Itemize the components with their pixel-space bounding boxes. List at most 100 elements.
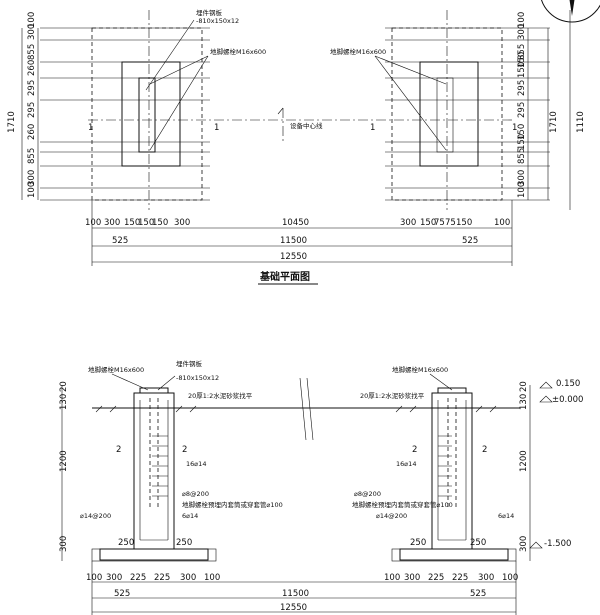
section-bottom-dim-12550: 12550 [280, 603, 307, 613]
svg-text:100: 100 [204, 573, 220, 583]
svg-text:855: 855 [517, 44, 527, 60]
svg-text:225: 225 [452, 573, 468, 583]
elevation-marks: 0.150 ±0.000 -1.500 [529, 379, 583, 549]
section-bottom-dims-right: 100 300 225 225 300 100 [384, 573, 518, 583]
section-mark-1b: 1 [214, 123, 219, 133]
plan-right-dims: 100 300 855 150 150 295 295 150 150 855 … [517, 12, 527, 198]
svg-text:100: 100 [27, 12, 37, 28]
svg-text:300: 300 [27, 170, 37, 186]
section-bottom-dim-left-525: 525 [114, 589, 130, 599]
svg-text:100: 100 [85, 218, 101, 228]
section-mark-1d: 1 [512, 123, 517, 133]
section-bottom-rebar-right: 6⌀14 [498, 512, 514, 520]
plan-bolt-label-left: 地脚螺栓M16x600 [210, 47, 266, 56]
svg-text:855: 855 [517, 148, 527, 164]
svg-text:100: 100 [517, 12, 527, 28]
svg-text:295: 295 [27, 80, 37, 96]
svg-text:300: 300 [106, 573, 122, 583]
svg-text:295: 295 [27, 102, 37, 118]
plan-right-overall-dim-2: 1710 [549, 111, 559, 133]
section-pad-dim-4: 250 [470, 538, 486, 548]
section-mark-2c: 2 [412, 445, 417, 455]
svg-text:300: 300 [104, 218, 120, 228]
section-stirrup-right: ⌀8@200 [354, 490, 381, 498]
section-pad-dim-1: 250 [118, 538, 134, 548]
svg-text:260: 260 [27, 60, 37, 76]
svg-text:1200: 1200 [519, 450, 529, 472]
plan-plate-spec: -810x150x12 [196, 17, 239, 25]
svg-text:150: 150 [517, 134, 527, 150]
section-bolt-note-right: 地脚螺栓预埋内套筒或穿套管⌀100 [352, 500, 453, 509]
section-bolt-note-left: 地脚螺栓预埋内套筒或穿套管⌀100 [182, 500, 283, 509]
svg-text:300: 300 [517, 170, 527, 186]
plan-bolt-label-right: 地脚螺栓M16x600 [330, 47, 386, 56]
svg-text:10450: 10450 [282, 218, 309, 228]
svg-text:300: 300 [517, 24, 527, 40]
section-mark-2a: 2 [116, 445, 121, 455]
svg-text:150: 150 [517, 62, 527, 78]
svg-text:225: 225 [428, 573, 444, 583]
svg-text:300: 300 [400, 218, 416, 228]
svg-text:100: 100 [494, 218, 510, 228]
section-mortar-left: 20厚1:2水泥砂浆找平 [188, 391, 253, 400]
svg-text:75: 75 [434, 218, 445, 228]
section-mark-1c: 1 [370, 123, 375, 133]
plan-bottom-dim-left-525: 525 [112, 236, 128, 246]
section-pad-dim-2: 250 [176, 538, 192, 548]
svg-text:100: 100 [86, 573, 102, 583]
svg-text:130: 130 [519, 394, 529, 410]
section-rebar-left: 16⌀14 [186, 460, 206, 468]
svg-text:300: 300 [478, 573, 494, 583]
section-plate-spec: -810x150x12 [176, 374, 219, 382]
section-mark-2b: 2 [182, 445, 187, 455]
section-view: 20 130 1200 300 20 130 1200 300 0.150 ±0… [59, 359, 583, 615]
plan-left-overall-dim: 1710 [7, 111, 17, 133]
plan-left-dims: 100 300 855 260 295 295 260 855 300 100 [27, 12, 37, 198]
section-right-dims: 20 130 1200 300 [519, 381, 529, 552]
section-stirrup-left: ⌀8@200 [182, 490, 209, 498]
svg-text:300: 300 [59, 536, 69, 552]
section-bolt-label-left: 地脚螺栓M16x600 [88, 365, 144, 374]
svg-text:150: 150 [420, 218, 436, 228]
section-mesh-right: ⌀14@200 [376, 512, 407, 520]
section-bottom-rebar-left: 6⌀14 [182, 512, 198, 520]
svg-text:295: 295 [517, 102, 527, 118]
svg-text:225: 225 [154, 573, 170, 583]
plan-bottom-dims-row1: 100 300 150 150 150 300 10450 300 150 75… [85, 218, 510, 228]
plan-plate-label: 埋件钢板 [196, 8, 223, 17]
plan-title: 基础平面图 [259, 270, 310, 283]
svg-text:300: 300 [27, 24, 37, 40]
svg-text:300: 300 [404, 573, 420, 583]
svg-text:150: 150 [517, 52, 527, 68]
section-left-dims: 20 130 1200 300 [59, 381, 69, 552]
north-arrow-icon [541, 0, 600, 23]
svg-text:225: 225 [130, 573, 146, 583]
svg-text:260: 260 [27, 124, 37, 140]
svg-text:1200: 1200 [59, 450, 69, 472]
svg-text:75: 75 [445, 218, 456, 228]
svg-text:20: 20 [519, 381, 529, 392]
svg-text:150: 150 [124, 218, 140, 228]
svg-text:100: 100 [502, 573, 518, 583]
section-bolt-label-right: 地脚螺栓M16x600 [392, 365, 448, 374]
svg-text:100: 100 [517, 182, 527, 198]
svg-text:855: 855 [27, 148, 37, 164]
svg-text:130: 130 [59, 394, 69, 410]
svg-text:150: 150 [138, 218, 154, 228]
plan-bottom-dim-11500: 11500 [280, 236, 307, 246]
svg-text:-1.500: -1.500 [544, 539, 571, 549]
svg-text:150: 150 [152, 218, 168, 228]
svg-text:±0.000: ±0.000 [552, 395, 583, 405]
svg-text:300: 300 [174, 218, 190, 228]
svg-text:855: 855 [27, 44, 37, 60]
svg-text:295: 295 [517, 80, 527, 96]
section-bottom-dims-left: 100 300 225 225 300 100 [86, 573, 220, 583]
svg-text:0.150: 0.150 [556, 379, 580, 389]
section-mark-1a: 1 [88, 123, 93, 133]
plan-view: 1710 100 300 855 260 295 295 260 855 300… [7, 8, 586, 285]
section-bottom-dim-11500: 11500 [282, 589, 309, 599]
plan-centerline-label: 设备中心线 [290, 121, 323, 130]
section-mesh-left: ⌀14@200 [80, 512, 111, 520]
section-mark-2d: 2 [482, 445, 487, 455]
